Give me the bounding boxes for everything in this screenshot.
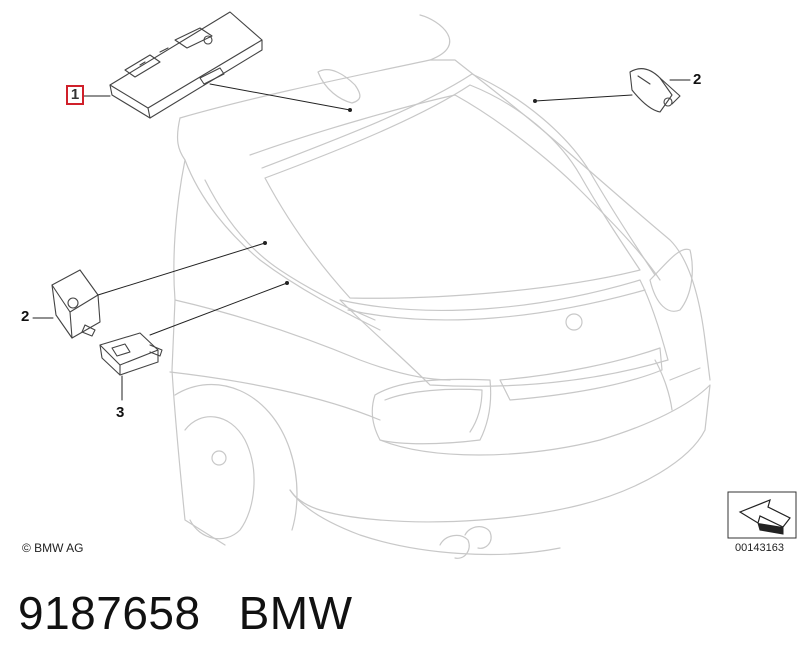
callout-3-label: 3	[116, 404, 125, 421]
rear-window-outline	[264, 84, 641, 299]
orientation-arrow-icon	[727, 491, 797, 539]
emblem-outline	[565, 313, 583, 331]
wheel-hub-outline	[211, 450, 227, 466]
leader-dots	[263, 99, 537, 285]
car-body-outline	[169, 14, 711, 559]
part-number: 9187658	[18, 587, 201, 639]
trunk-lid-outline	[339, 279, 669, 387]
tail-light-right-outline	[649, 248, 693, 312]
rear-bumper-outline	[289, 384, 711, 523]
part-2-module-upper	[629, 68, 681, 113]
copyright-text: © BMW AG	[22, 541, 84, 555]
part-3-module	[99, 332, 163, 376]
tail-light-left-outline	[371, 378, 492, 445]
wheel-outline	[184, 416, 255, 540]
wheel-arch-outline	[174, 383, 298, 531]
part-1-module	[109, 11, 263, 119]
reference-number: 00143163	[735, 542, 784, 554]
callout-2-upper-label: 2	[693, 71, 702, 88]
footer-caption: 9187658 BMW	[18, 586, 353, 640]
shark-fin-antenna-outline	[317, 69, 361, 104]
side-body-outline	[171, 159, 226, 546]
callout-1-label: 1	[66, 85, 84, 105]
license-plate-outline	[499, 347, 663, 401]
callout-2-left-label: 2	[21, 308, 30, 325]
brand-name: BMW	[238, 587, 353, 639]
exhaust-pipes-outline	[439, 526, 492, 559]
leader-lines	[32, 79, 691, 401]
part-2-module-left	[51, 269, 101, 339]
